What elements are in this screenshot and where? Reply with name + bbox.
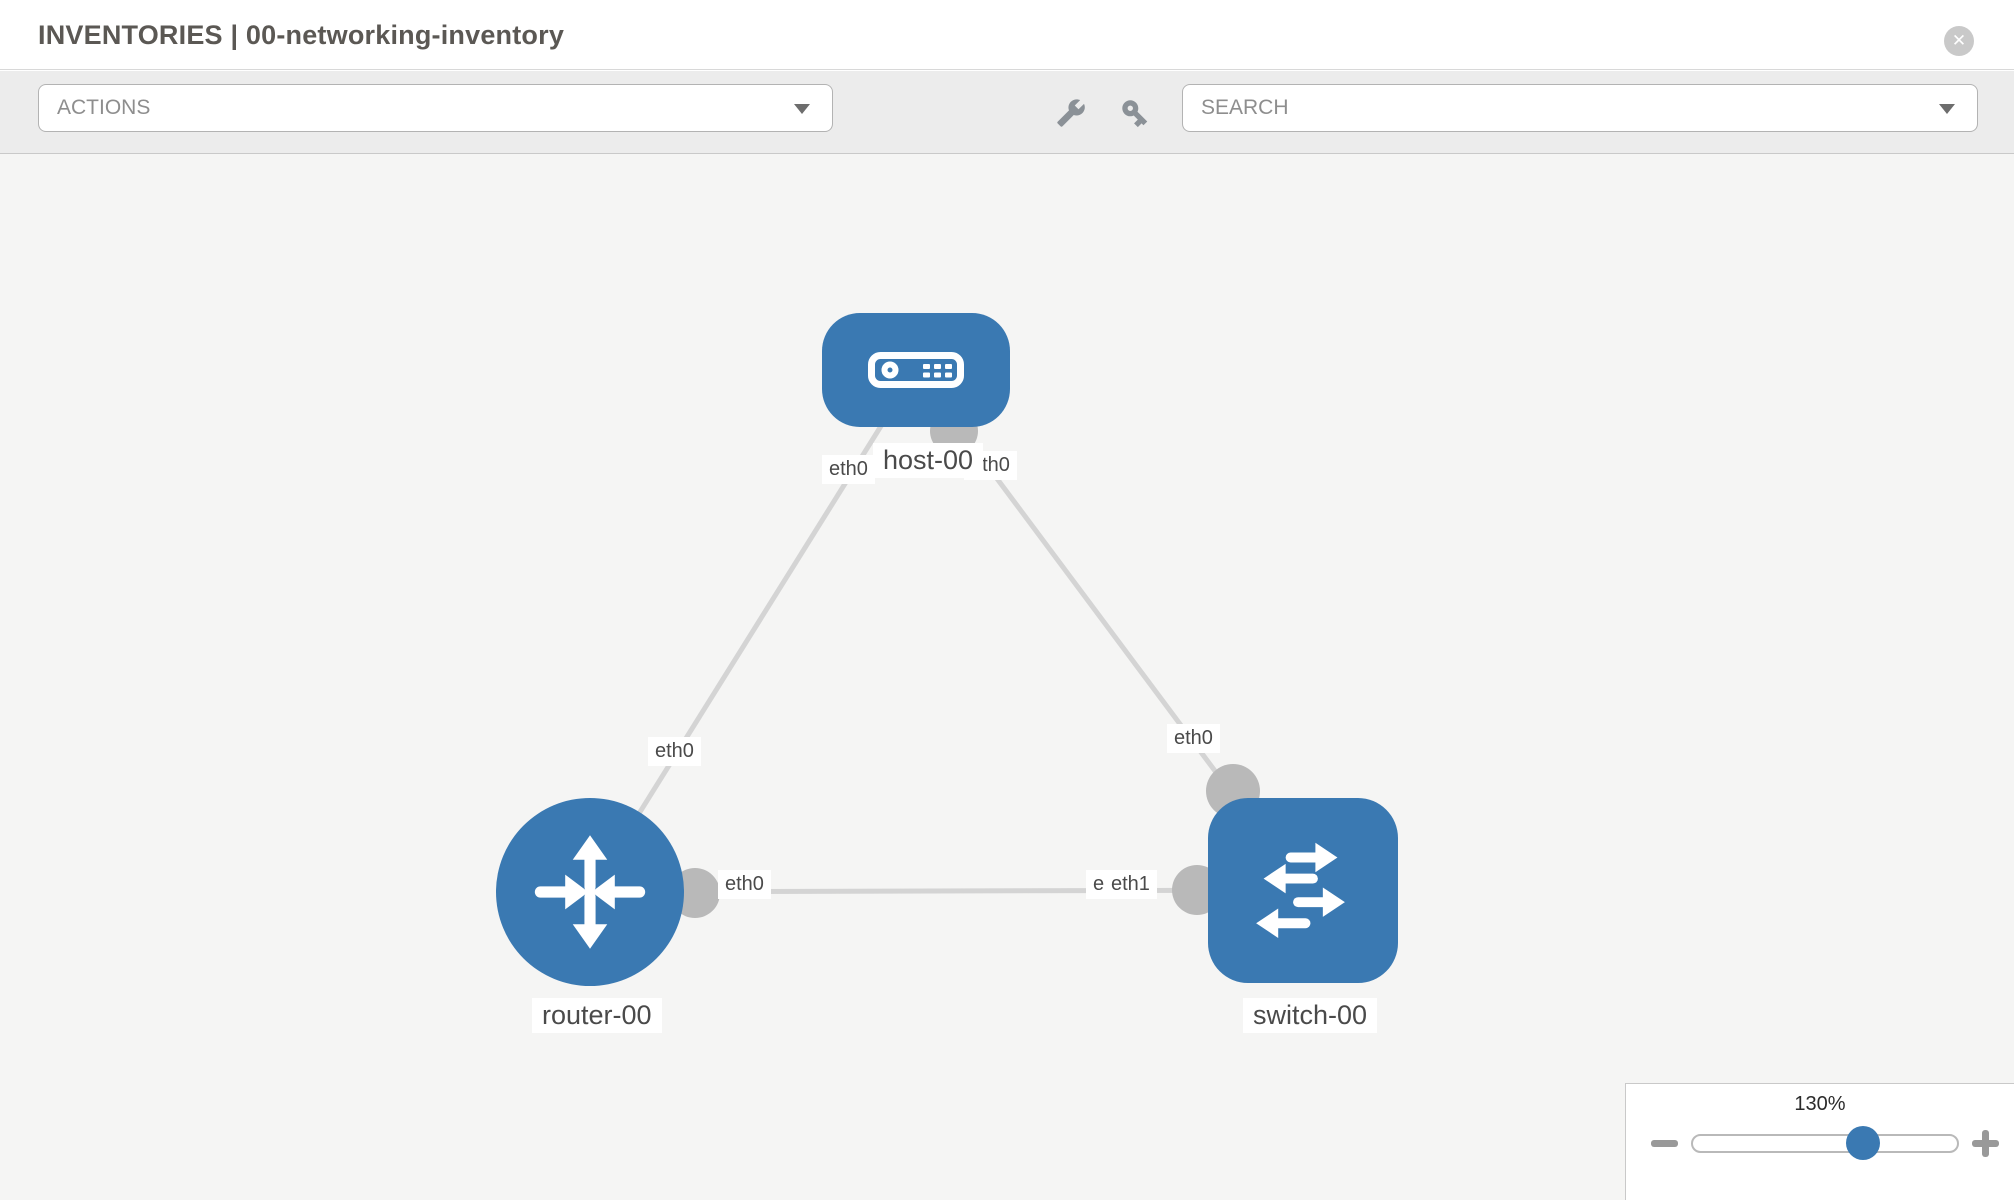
zoom-slider-track[interactable] [1691, 1134, 1959, 1153]
router-icon [534, 835, 646, 949]
port-label: eth1 [1104, 870, 1157, 899]
page-title: INVENTORIES | 00-networking-inventory [38, 19, 565, 50]
actions-dropdown[interactable]: ACTIONS [38, 84, 833, 132]
wrench-icon[interactable] [1054, 96, 1088, 130]
close-icon[interactable]: ✕ [1944, 26, 1974, 56]
node-label-switch: switch-00 [1243, 998, 1378, 1033]
zoom-in-icon[interactable] [1972, 1130, 1999, 1157]
port-label: eth0 [718, 870, 771, 899]
zoom-control-panel: 130% [1625, 1083, 2014, 1200]
actions-dropdown-label: ACTIONS [57, 96, 151, 119]
node-label-router: router-00 [532, 998, 662, 1033]
switch-icon [1256, 842, 1345, 938]
chevron-down-icon [1939, 104, 1955, 114]
host-icon [868, 352, 964, 388]
toolbar: ACTIONS [0, 71, 2014, 154]
topology-canvas[interactable]: eth0 eth0 eth0 eth0 eth0 eth0 eth1 host-… [0, 154, 2014, 1200]
header: INVENTORIES | 00-networking-inventory ✕ [0, 0, 2014, 70]
key-icon[interactable] [1118, 96, 1152, 130]
node-switch-00[interactable] [1208, 798, 1398, 983]
node-host-00[interactable] [822, 313, 1010, 427]
port-label: eth0 [822, 455, 875, 484]
node-router-00[interactable] [496, 798, 684, 986]
node-label-host: host-00 [873, 443, 984, 478]
chevron-down-icon [794, 104, 810, 114]
search-dropdown [1182, 84, 1978, 132]
search-input[interactable] [1183, 85, 1977, 131]
edges-layer [587, 368, 1306, 918]
zoom-slider-handle[interactable] [1846, 1126, 1880, 1160]
zoom-out-icon[interactable] [1651, 1140, 1678, 1147]
port-label: eth0 [648, 737, 701, 766]
port-label: eth0 [1167, 724, 1220, 753]
zoom-level-value: 130% [1794, 1093, 1846, 1115]
